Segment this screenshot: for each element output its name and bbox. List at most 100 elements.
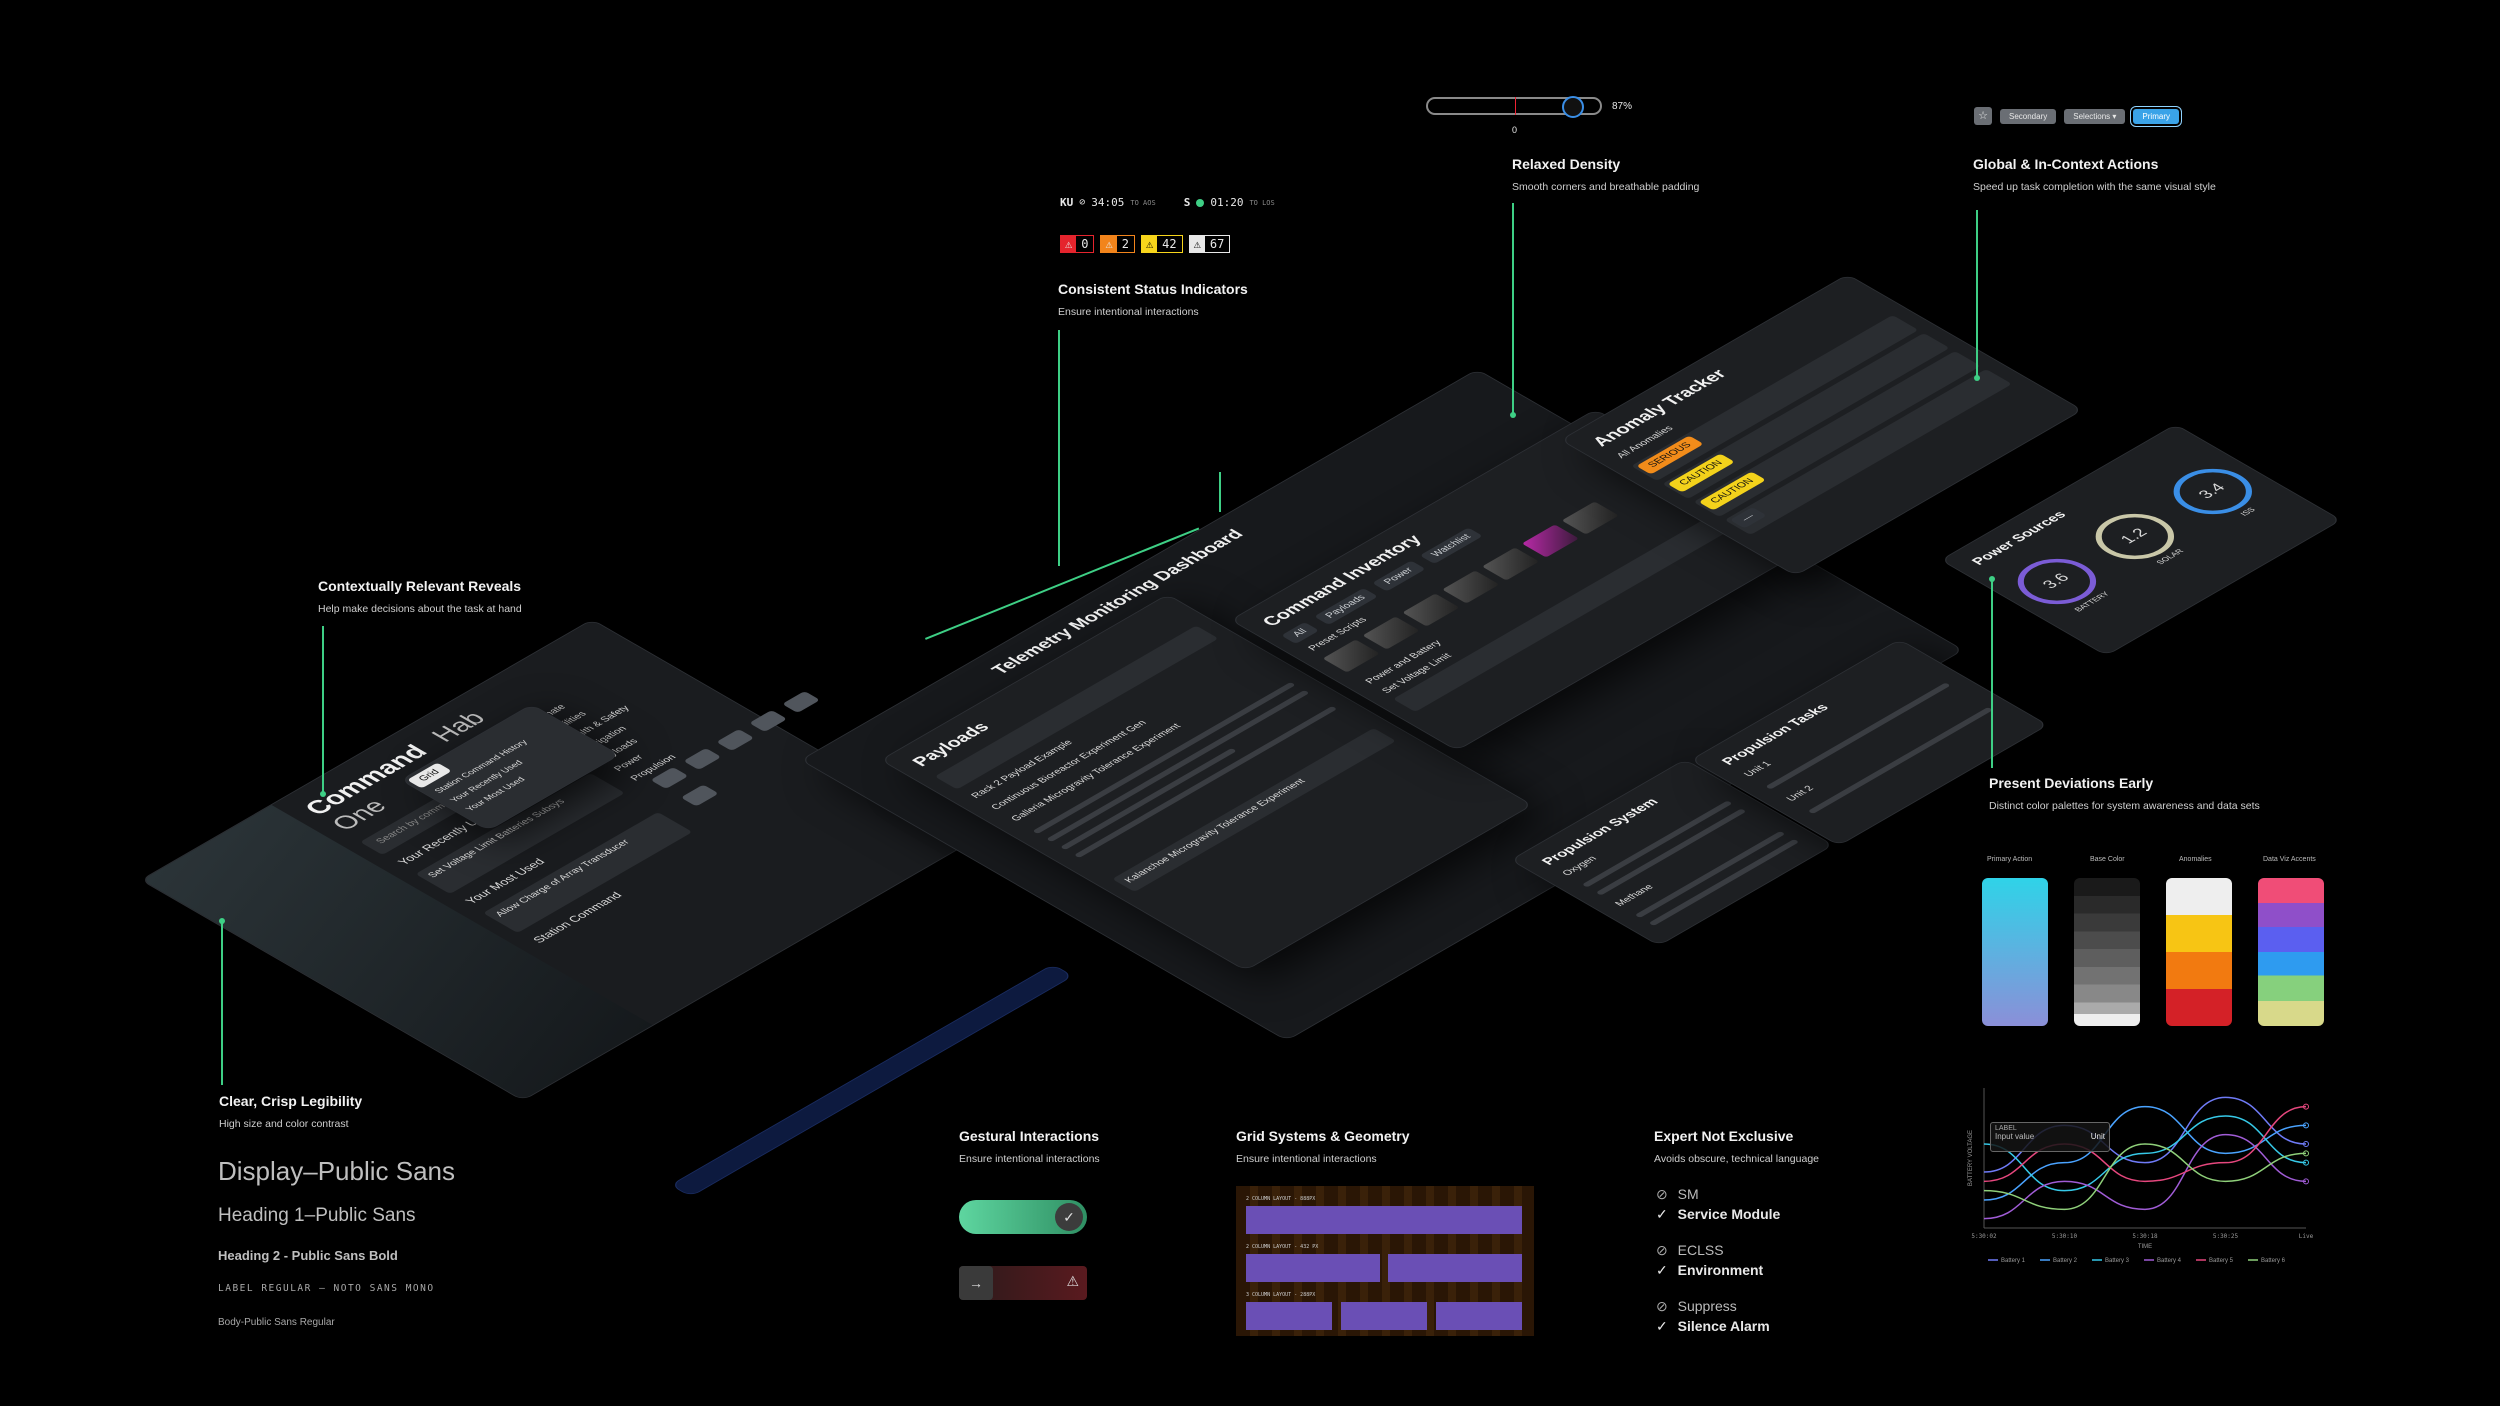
selections-dropdown[interactable]: Selections ▾ [2064,108,2126,124]
critical-icon: ⚠ [1061,236,1077,252]
check-icon: ✓ [1656,1262,1668,1278]
legend-label: Battery 2 [2053,1258,2078,1264]
grid-block [1246,1302,1332,1330]
palette-label: Primary Action [1987,856,2033,863]
callout-title: Consistent Status Indicators [1058,281,1248,297]
grid-block [1388,1254,1522,1282]
series-end-point [2303,1122,2309,1129]
standby-icon: ⚠ [1189,236,1205,252]
relaxed-density-slider[interactable] [1426,96,1602,118]
action-button[interactable] [683,748,722,770]
legend-label: Battery 6 [2261,1258,2286,1264]
swipe-action-slider[interactable]: → ⚠ [959,1266,1087,1300]
legend-label: Battery 3 [2105,1258,2130,1264]
tooltip-input[interactable]: Input value [1995,1132,2035,1141]
series-line [1983,1143,2307,1211]
series-line [1983,1115,2307,1192]
band-label: S [1183,196,1191,209]
swipe-confirm-toggle[interactable]: ✓ [959,1200,1087,1234]
grid-block [1436,1302,1522,1330]
standby-badge: — [1729,507,1767,529]
series-end-point [2303,1159,2309,1166]
check-icon: ✓ [1656,1318,1668,1334]
legend-label: Battery 1 [2001,1258,2026,1264]
chart-input-tooltip[interactable]: LABEL Input value Unit [1990,1122,2110,1152]
x-tick-label: 5:30:02 [1971,1233,1997,1240]
star-icon[interactable]: ☆ [1974,107,1992,125]
callout-title: Present Deviations Early [1989,775,2154,791]
data-viz-swatch [2258,878,2324,1026]
grid-illustration: 2 COLUMN LAYOUT - 888PX 2 COLUMN LAYOUT … [1236,1186,1534,1336]
heading1-type-sample: Heading 1–Public Sans [218,1205,416,1226]
series-end-point [2303,1103,2309,1110]
caution-status[interactable]: ⚠42 [1140,235,1183,253]
callout-title: Grid Systems & Geometry [1236,1128,1410,1144]
status-callout: Consistent Status Indicators Ensure inte… [1058,281,1248,318]
series-line [1983,1105,2307,1201]
callout-subtitle: High size and color contrast [219,1118,349,1130]
grid-callout: Grid Systems & Geometry Ensure intention… [1236,1128,1410,1165]
anomalies-swatch [2166,878,2232,1026]
aos-suffix: TO AOS [1130,198,1156,207]
primary-action-swatch [1982,878,2048,1026]
reveals-callout: Contextually Relevant Reveals Help make … [318,578,522,615]
no-signal-icon: ⊘ [1079,197,1086,208]
band-label: KU [1060,196,1074,209]
slider-tick [1515,97,1516,115]
aos-time: 34:05 [1091,196,1125,209]
gestural-callout: Gestural Interactions Ensure intentional… [959,1128,1100,1165]
prohibited-icon: ⊘ [1656,1298,1668,1314]
primary-button[interactable]: Primary [2130,105,2182,127]
callout-subtitle: Speed up task completion with the same v… [1973,181,2216,193]
legend-label: Battery 5 [2209,1258,2234,1264]
caution-icon: ⚠ [1141,236,1158,252]
x-tick-label: 5:30:10 [2052,1233,2078,1240]
palette-label: Data Viz Accents [2263,856,2316,863]
check-icon: ✓ [1656,1206,1668,1222]
check-icon[interactable]: ✓ [1055,1203,1083,1231]
warning-icon: ⚠ [1066,1273,1079,1289]
standby-status[interactable]: ⚠67 [1188,235,1231,253]
secondary-button[interactable]: Secondary [2000,108,2057,124]
critical-status[interactable]: ⚠0 [1060,235,1095,253]
arrow-right-icon[interactable]: → [959,1266,993,1300]
callout-title: Relaxed Density [1512,156,1621,172]
serious-status[interactable]: ⚠2 [1100,235,1135,253]
action-button[interactable] [716,729,755,751]
battery-gauge: 3.6 BATTERY [2001,549,2123,621]
chevron-down-icon: ▾ [2112,111,2117,121]
tooltip-unit: Unit [2090,1132,2105,1141]
iss-gauge: 3.4 ISS [2157,459,2279,531]
callout-title: Gestural Interactions [959,1128,1100,1144]
expert-callout: Expert Not Exclusive Avoids obscure, tec… [1654,1128,1819,1165]
grid-block [1341,1302,1427,1330]
display-type-sample: Display–Public Sans [218,1156,456,1186]
label-type-sample: LABEL REGULAR – NOTO SANS MONO [218,1283,435,1294]
callout-subtitle: Ensure intentional interactions [1236,1153,1377,1165]
expert-item: ⊘ SM ✓ Service Module [1656,1186,1781,1222]
callout-subtitle: Help make decisions about the task at ha… [318,603,522,615]
action-button[interactable] [749,710,788,732]
density-callout: Relaxed Density Smooth corners and breat… [1512,156,1699,193]
callout-title: Global & In-Context Actions [1973,156,2159,172]
y-axis-label: BATTERY VOLTAGE [1968,1130,1974,1186]
status-indicator-row: ⚠0 ⚠2 ⚠42 ⚠67 [1060,235,1231,253]
action-button[interactable] [650,767,689,789]
expert-item: ⊘ ECLSS ✓ Environment [1656,1242,1764,1278]
series-end-point [2303,1178,2309,1185]
grid-block [1246,1254,1380,1282]
expert-item: ⊘ Suppress ✓ Silence Alarm [1656,1298,1770,1334]
tooltip-label: LABEL [1995,1125,2017,1132]
prohibited-icon: ⊘ [1656,1242,1668,1258]
callout-subtitle: Ensure intentional interactions [1058,306,1199,318]
expert-list: ⊘ SM ✓ Service Module ⊘ ECLSS ✓ Environm… [1656,1186,1780,1354]
callout-subtitle: Smooth corners and breathable padding [1512,181,1700,193]
callout-subtitle: Ensure intentional interactions [959,1153,1100,1165]
actions-callout: Global & In-Context Actions Speed up tas… [1973,156,2216,193]
signal-dot-icon [1196,198,1205,207]
series-line [1983,1105,2307,1183]
slider-thumb[interactable] [1561,96,1584,118]
heading2-type-sample: Heading 2 - Public Sans Bold [218,1248,398,1263]
action-button[interactable] [782,691,821,713]
